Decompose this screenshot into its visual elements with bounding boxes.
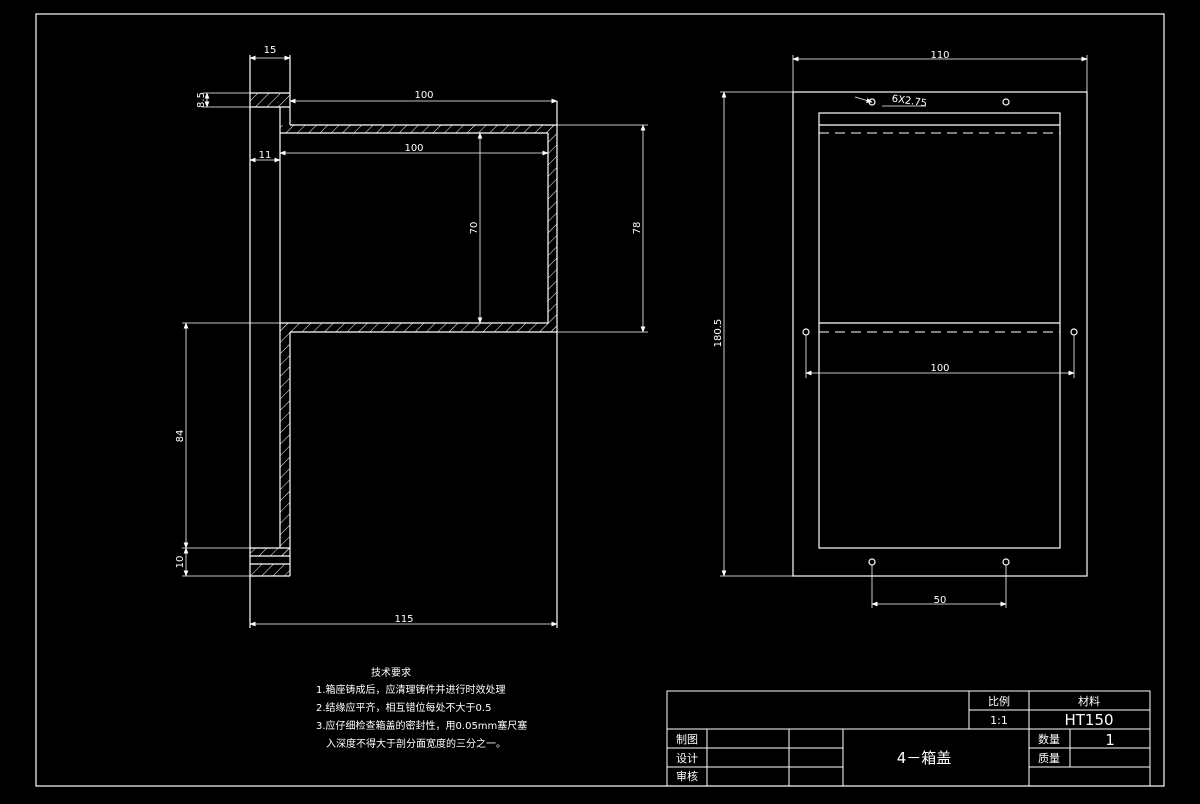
hatch-top-wall: [280, 125, 557, 133]
check-label: 审核: [676, 769, 698, 783]
design-label: 设计: [676, 752, 698, 765]
scale-label: 比例: [988, 694, 1010, 708]
part-name: 4－箱盖: [897, 749, 952, 767]
qty-label: 数量: [1038, 733, 1060, 746]
tech-note-line-4: 入深度不得大于剖分面宽度的三分之一。: [326, 737, 506, 750]
title-block: [666, 690, 1151, 787]
hatch-right-wall: [548, 125, 557, 332]
tech-notes: 技术要求 1.箱座铸成后，应清理铸件并进行时效处理 2.结缘应平齐，相互错位每处…: [316, 666, 527, 750]
dim-bottom-hole-span: 50: [934, 595, 947, 606]
dim-front-width: 110: [930, 50, 949, 61]
dim-lower-height: 84: [175, 430, 186, 443]
dim-total-length: 115: [394, 614, 413, 625]
qty-value: 1: [1105, 731, 1115, 749]
dim-top-length-inner: 100: [404, 143, 423, 154]
dim-outer-height: 78: [632, 222, 643, 235]
tech-notes-title: 技术要求: [371, 666, 411, 679]
dim-offset: 11: [259, 150, 272, 161]
sheet-border: [35, 13, 1165, 787]
material-label: 材料: [1078, 694, 1100, 708]
mass-label: 质量: [1038, 752, 1060, 765]
drawn-label: 制图: [676, 733, 698, 746]
hatch-flange-top: [250, 93, 290, 107]
dim-hole-span: 100: [930, 363, 949, 374]
hatch-mid-wall: [280, 323, 557, 332]
dim-front-height: 180.5: [713, 319, 724, 348]
hole-top-right: [1002, 98, 1010, 106]
hatch-bottom-step: [250, 548, 290, 556]
hole-mid-right: [1070, 328, 1078, 336]
dim-inner-height: 70: [469, 222, 480, 235]
hole-mid-left: [802, 328, 810, 336]
scale-value: 1:1: [990, 714, 1008, 727]
dim-top-length-outer: 100: [414, 90, 433, 101]
tech-note-line-3: 3.应仔细检查箱盖的密封性，用0.05mm塞尺塞: [316, 719, 527, 732]
side-view: [182, 55, 648, 628]
front-view: [720, 55, 1088, 608]
tech-note-line-2: 2.结缘应平齐，相互错位每处不大于0.5: [316, 701, 491, 714]
tech-note-line-1: 1.箱座铸成后，应清理铸件并进行时效处理: [316, 683, 506, 696]
hatch-left-lower-wall: [280, 323, 290, 556]
material-value: HT150: [1064, 711, 1113, 729]
hatch-flange-bottom: [250, 564, 290, 576]
dim-bottom-thick: 10: [175, 556, 186, 569]
dim-flange-width: 15: [264, 45, 277, 56]
hole-bottom-left: [868, 558, 876, 566]
dim-flange-thick: 8.5: [196, 92, 207, 108]
dim-hole-note: 6X2.75: [891, 94, 928, 110]
hole-bottom-right: [1002, 558, 1010, 566]
